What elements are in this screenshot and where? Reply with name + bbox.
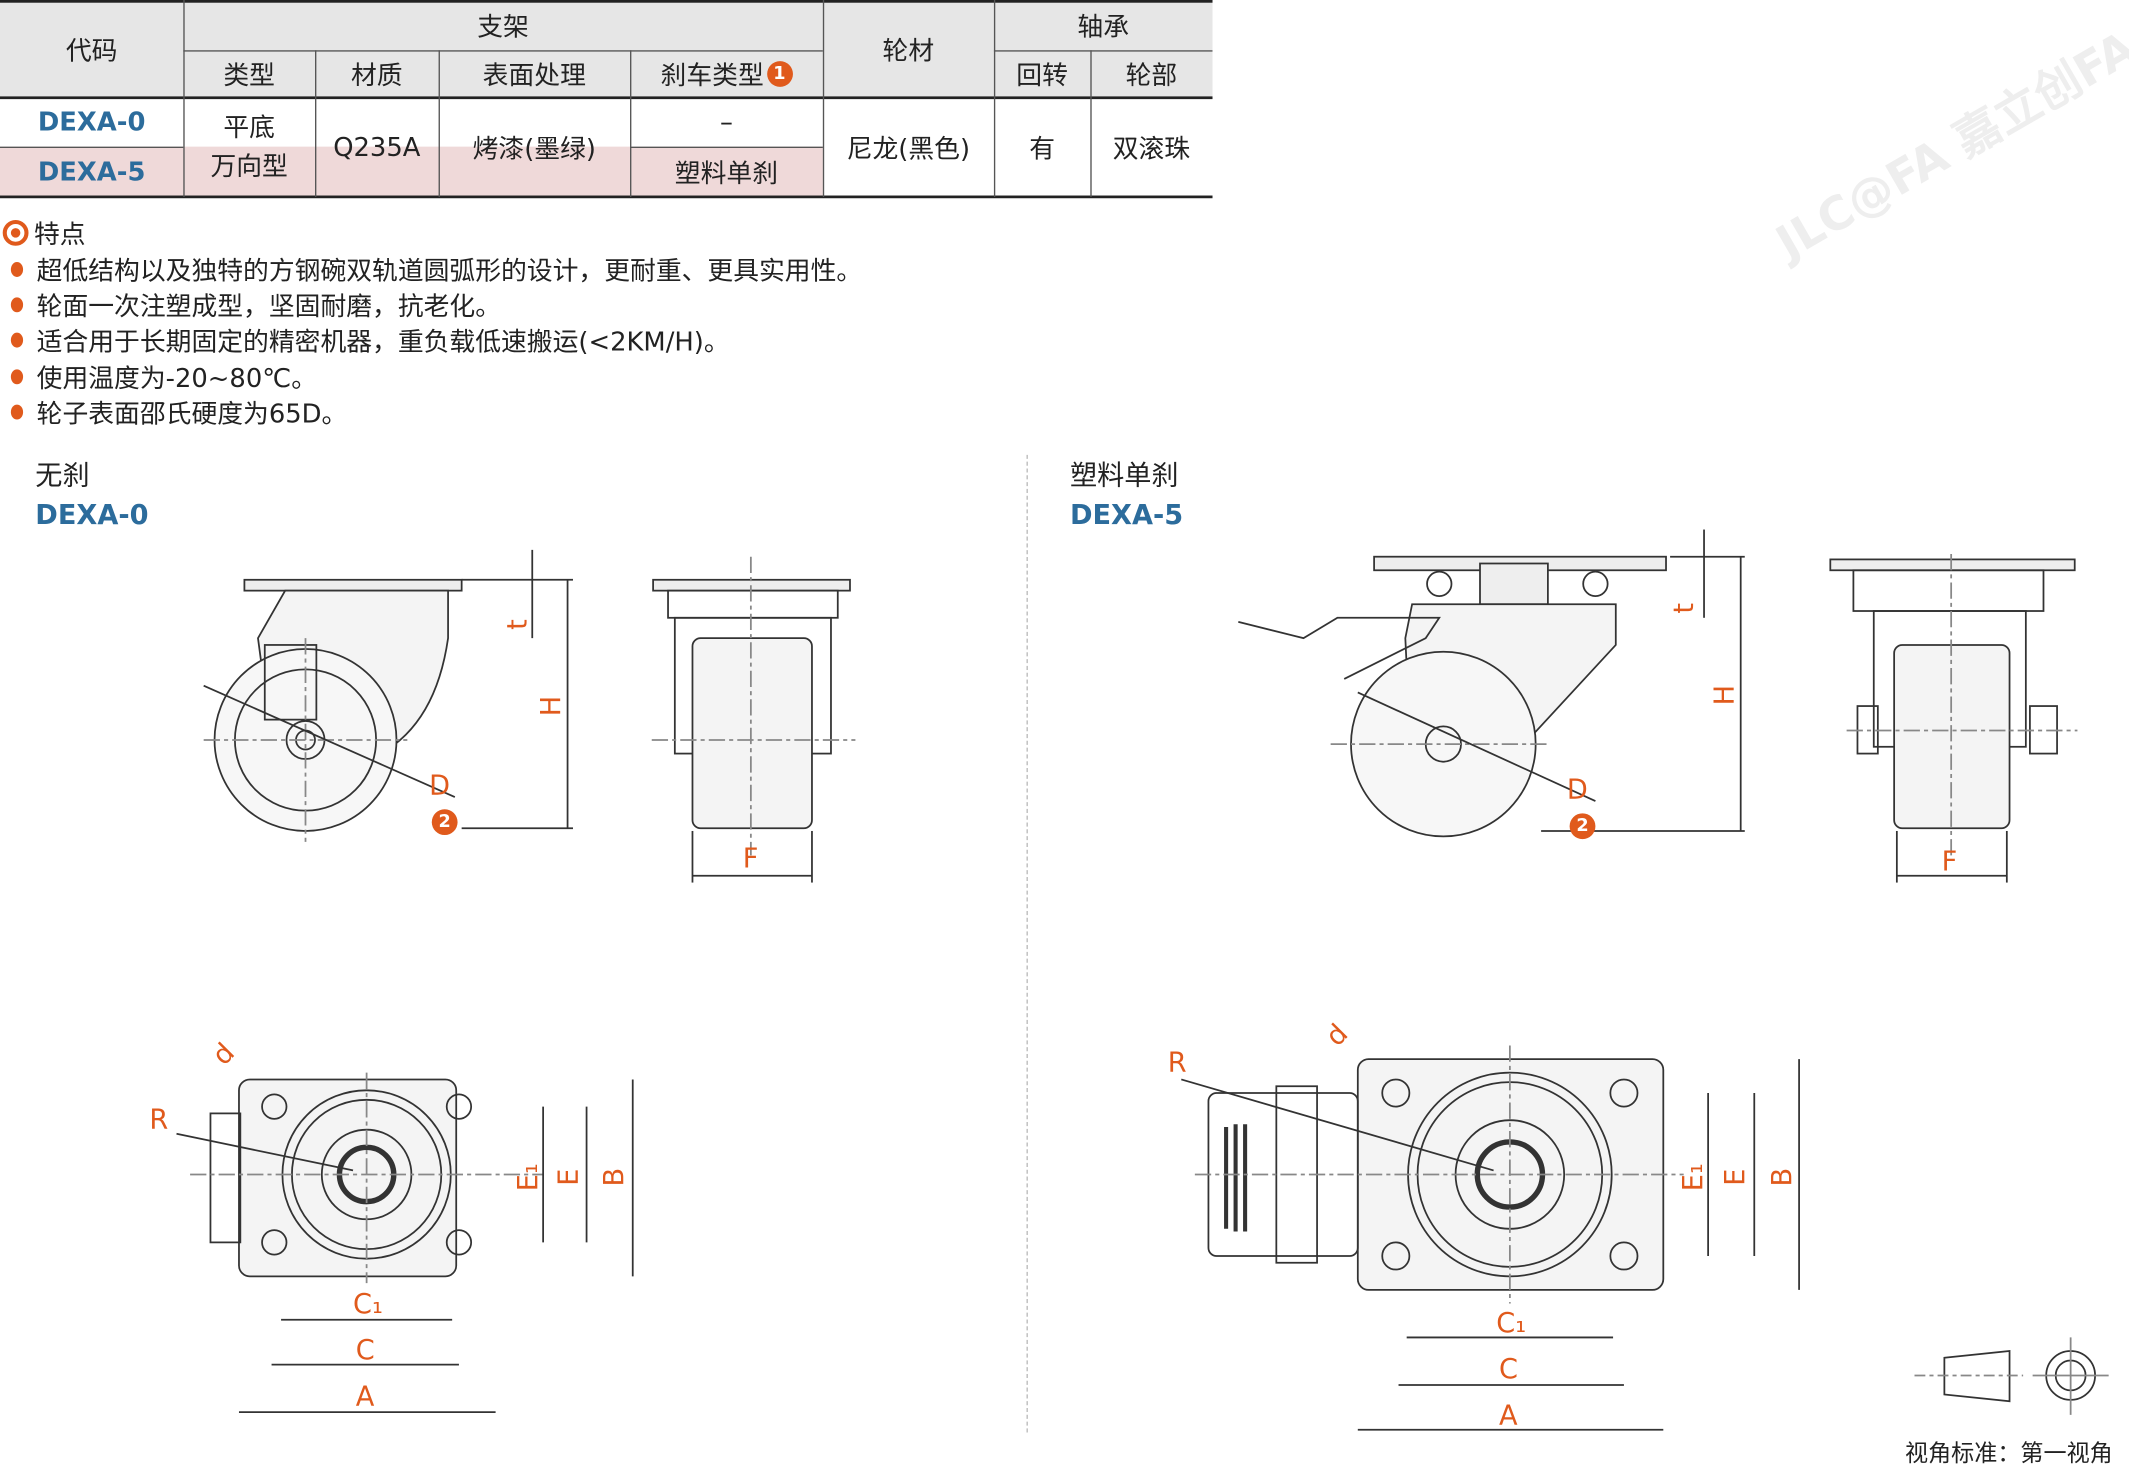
section-code: DEXA-5	[1069, 498, 1184, 531]
view-standard-label: 视角标准：第一视角	[1904, 1440, 2113, 1468]
feature-text: 适合用于长期固定的精密机器，重负载低速搬运(<2KM/H)。	[36, 327, 730, 358]
dim-E1: E₁	[510, 1163, 544, 1192]
feature-item: 超低结构以及独特的方钢碗双轨道圆弧形的设计，更耐重、更具实用性。	[10, 251, 863, 288]
dim-R: R	[1167, 1045, 1187, 1079]
section-right: 塑料单刹 DEXA-5	[1070, 454, 1183, 531]
dim-D: D2	[429, 769, 458, 836]
dim-C: C	[1499, 1352, 1518, 1385]
section-left: 无刹 DEXA-0	[35, 454, 148, 531]
dim-H: H	[534, 695, 567, 717]
cell-surface: 烤漆(墨绿)	[472, 134, 596, 165]
dim-C: C	[355, 1333, 375, 1366]
caster-top-view-right	[1181, 1045, 1800, 1431]
note-badge: 1	[766, 61, 793, 87]
dim-C1: C₁	[353, 1287, 383, 1320]
dim-B: B	[1764, 1167, 1798, 1187]
header-bracket: 支架	[183, 0, 823, 51]
header-wheel-part: 轮部	[1090, 50, 1213, 98]
row-code: DEXA-5	[37, 156, 146, 187]
dim-D-label: D	[429, 768, 450, 802]
cell-material: Q235A	[333, 132, 421, 163]
feature-text: 超低结构以及独特的方钢碗双轨道圆弧形的设计，更耐重、更具实用性。	[36, 256, 863, 287]
header-material: 材质	[315, 50, 439, 98]
caster-top-view-left	[176, 1072, 634, 1413]
feature-item: 轮子表面邵氏硬度为65D。	[10, 394, 348, 431]
bullet-icon	[10, 404, 24, 420]
feature-item: 使用温度为-20~80℃。	[10, 358, 318, 395]
header-surface: 表面处理	[438, 50, 631, 98]
note-badge: 2	[1569, 813, 1596, 840]
cell-swivel: 有	[1029, 134, 1056, 165]
dim-C1: C₁	[1496, 1306, 1527, 1339]
cell-type: 平底万向型	[183, 98, 315, 197]
cell-wheel-bearing: 双滚珠	[1112, 134, 1191, 165]
feature-item: 轮面一次注塑成型，坚固耐磨，抗老化。	[10, 286, 502, 323]
header-type: 类型	[183, 50, 316, 98]
header-brake-label: 刹车类型	[660, 61, 764, 91]
dim-R: R	[149, 1102, 169, 1136]
section-title: 无刹	[35, 458, 90, 492]
caster-front-view-left	[651, 556, 856, 883]
section-title: 塑料单刹	[1069, 458, 1179, 492]
first-angle-projection-symbol	[1914, 1337, 2109, 1415]
feature-text: 轮子表面邵氏硬度为65D。	[36, 399, 348, 430]
dim-E: E	[1718, 1168, 1751, 1186]
header-bearing: 轴承	[993, 0, 1213, 51]
dim-F: F	[1941, 844, 1958, 878]
dim-E: E	[551, 1168, 585, 1186]
dim-A: A	[355, 1379, 375, 1413]
caster-front-view-right	[1829, 553, 2078, 883]
feature-item: 适合用于长期固定的精密机器，重负载低速搬运(<2KM/H)。	[10, 322, 730, 359]
target-icon	[2, 219, 29, 246]
dim-A: A	[1499, 1398, 1518, 1432]
dim-E1: E₁	[1675, 1163, 1709, 1192]
dim-t: t	[1667, 602, 1700, 614]
cell-wheel: 尼龙(黑色)	[846, 134, 971, 165]
caster-side-view-left	[203, 549, 573, 842]
feature-text: 轮面一次注塑成型，坚固耐磨，抗老化。	[36, 291, 502, 322]
features-title: 特点	[2, 215, 86, 252]
dim-D-label: D	[1566, 772, 1588, 806]
caster-side-view-right	[1238, 529, 1745, 838]
type-line: 平底	[223, 112, 275, 142]
note-badge: 2	[431, 809, 458, 836]
dim-F: F	[742, 841, 759, 875]
row-code: DEXA-0	[37, 107, 146, 138]
bullet-icon	[10, 332, 24, 348]
bullet-icon	[10, 262, 24, 277]
dim-t: t	[500, 619, 534, 630]
dim-D: D2	[1567, 773, 1596, 840]
feature-text: 使用温度为-20~80℃。	[36, 363, 318, 394]
cell-brake: –	[719, 107, 733, 138]
features-heading: 特点	[33, 219, 86, 250]
cell-brake: 塑料单刹	[674, 158, 779, 189]
bullet-icon	[10, 297, 24, 313]
header-swivel: 回转	[993, 50, 1091, 98]
header-code: 代码	[0, 0, 184, 98]
type-line: 万向型	[210, 151, 288, 182]
section-code: DEXA-0	[35, 498, 149, 531]
dim-H: H	[1707, 684, 1741, 706]
header-wheel-material: 轮材	[822, 0, 994, 98]
dim-B: B	[597, 1167, 630, 1187]
bullet-icon	[10, 369, 24, 385]
